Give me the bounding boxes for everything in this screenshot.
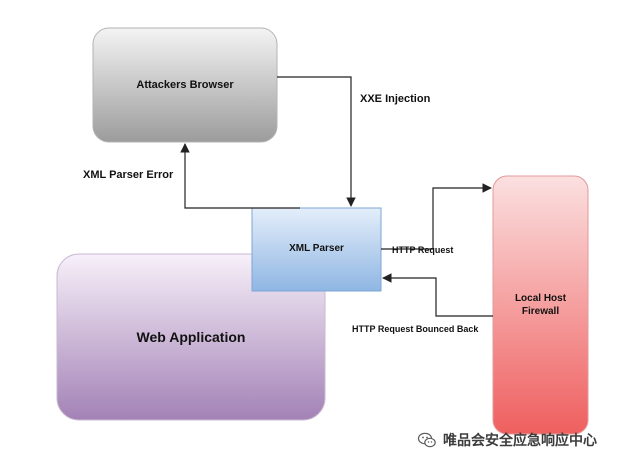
watermark: 唯品会安全应急响应中心 (417, 428, 597, 452)
local-host-firewall-label: Local Host Firewall (514, 292, 567, 318)
web-application-box (56, 253, 326, 421)
http-request-label: HTTP Request (392, 245, 454, 255)
http-request-arrow (381, 183, 492, 250)
attackers-browser-label: Attackers Browser (136, 78, 234, 91)
web-application-label: Web Application (136, 328, 246, 345)
attackers-browser-box (92, 27, 278, 143)
xml-parser-box (251, 207, 382, 292)
wechat-icon (417, 432, 436, 448)
local-host-firewall-box (492, 175, 589, 435)
xml-parser-error-arrow (180, 143, 300, 209)
xxe-injection-label: XXE Injection (360, 93, 431, 105)
xml-parser-error-label: XML Parser Error (83, 169, 174, 181)
http-request-bounced-back-arrow (382, 273, 493, 317)
watermark-text: 唯品会安全应急响应中心 (443, 433, 597, 449)
xml-parser-label: XML Parser (289, 243, 344, 254)
http-request-bounced-back-label: HTTP Request Bounced Back (352, 324, 479, 334)
xxe-injection-arrow (277, 76, 356, 207)
